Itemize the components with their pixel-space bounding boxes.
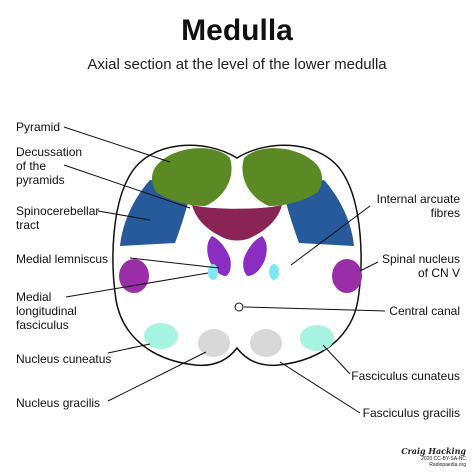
label-pyramid: Pyramid xyxy=(16,120,61,134)
leader-spinocerebellar xyxy=(97,210,151,221)
fasciculus-gracilis-shape xyxy=(250,329,282,357)
label-central-canal: Central canal xyxy=(389,304,460,318)
leader-decussation xyxy=(63,164,191,209)
leader-spinal-nucleus xyxy=(359,261,379,272)
leader-lines xyxy=(63,126,386,414)
leader-internal-arcuate xyxy=(290,205,371,266)
label-decussation-line1: Decussation xyxy=(16,145,83,159)
page-title: Medulla xyxy=(181,14,293,47)
leader-fasciculus-cuneatus xyxy=(322,344,351,375)
label-mlf-line1: Medial xyxy=(16,290,52,304)
pyramid-right xyxy=(242,148,323,206)
medial-lemniscus-right xyxy=(243,236,267,276)
central-canal xyxy=(234,302,244,312)
label-spinal-nucleus: Spinal nucleus of CN V xyxy=(382,252,460,280)
credit-block: Craig Hacking 2020 CC-BY-SA-NC Radiopaed… xyxy=(401,446,466,469)
credit-site: Radiopaedia.org xyxy=(429,462,466,468)
page-subtitle: Axial section at the level of the lower … xyxy=(87,56,387,73)
credit-license: 2020 CC-BY-SA-NC xyxy=(421,456,466,462)
label-spinocerebellar-line2: tract xyxy=(16,218,40,232)
leader-mlf xyxy=(65,272,209,298)
mlf-left xyxy=(208,264,218,280)
label-decussation: Decussation of the pyramids xyxy=(16,145,82,187)
label-nucleus-gracilis: Nucleus gracilis xyxy=(16,396,101,410)
leader-pyramid xyxy=(63,126,171,163)
leader-medial-lemniscus xyxy=(129,257,220,269)
credit-signature: Craig Hacking xyxy=(401,446,466,456)
spinal-nucleus-cn5-right xyxy=(332,259,362,293)
label-internal-arcuate: Internal arcuate fibres xyxy=(377,192,460,220)
leader-fasciculus-gracilis xyxy=(279,361,361,414)
label-fasciculus-cuneatus: Fasciculus cunateus xyxy=(351,369,460,383)
leader-central-canal xyxy=(243,306,386,312)
label-spinocerebellar: Spinocerebellar tract xyxy=(16,204,99,232)
label-decussation-line2: of the xyxy=(16,159,47,173)
leader-nucleus-gracilis xyxy=(107,351,207,402)
label-spinal-nucleus-line2: of CN V xyxy=(417,266,460,280)
label-mlf: Medial longitudinal fasciculus xyxy=(16,290,77,332)
label-medial-lemniscus: Medial lemniscus xyxy=(16,252,109,266)
label-decussation-line3: pyramids xyxy=(16,173,65,187)
label-spinal-nucleus-line1: Spinal nucleus xyxy=(381,252,460,266)
label-spinocerebellar-line1: Spinocerebellar xyxy=(16,204,100,218)
leader-nucleus-cuneatus xyxy=(107,343,151,354)
mlf-right xyxy=(269,264,279,280)
label-internal-arcuate-line1: Internal arcuate xyxy=(376,192,460,206)
label-internal-arcuate-line2: fibres xyxy=(430,206,460,220)
label-nucleus-cuneatus: Nucleus cuneatus xyxy=(16,352,112,366)
nucleus-cuneatus-shape xyxy=(144,323,178,349)
nucleus-gracilis-shape xyxy=(198,329,230,357)
spinal-nucleus-cn5-left xyxy=(119,259,149,293)
label-mlf-line3: fasciculus xyxy=(16,318,69,332)
label-fasciculus-gracilis: Fasciculus gracilis xyxy=(362,406,460,420)
fasciculus-cuneatus-shape xyxy=(300,325,334,351)
pyramid-left xyxy=(151,148,232,206)
decussation-of-pyramids xyxy=(192,205,282,241)
label-mlf-line2: longitudinal xyxy=(16,304,77,318)
